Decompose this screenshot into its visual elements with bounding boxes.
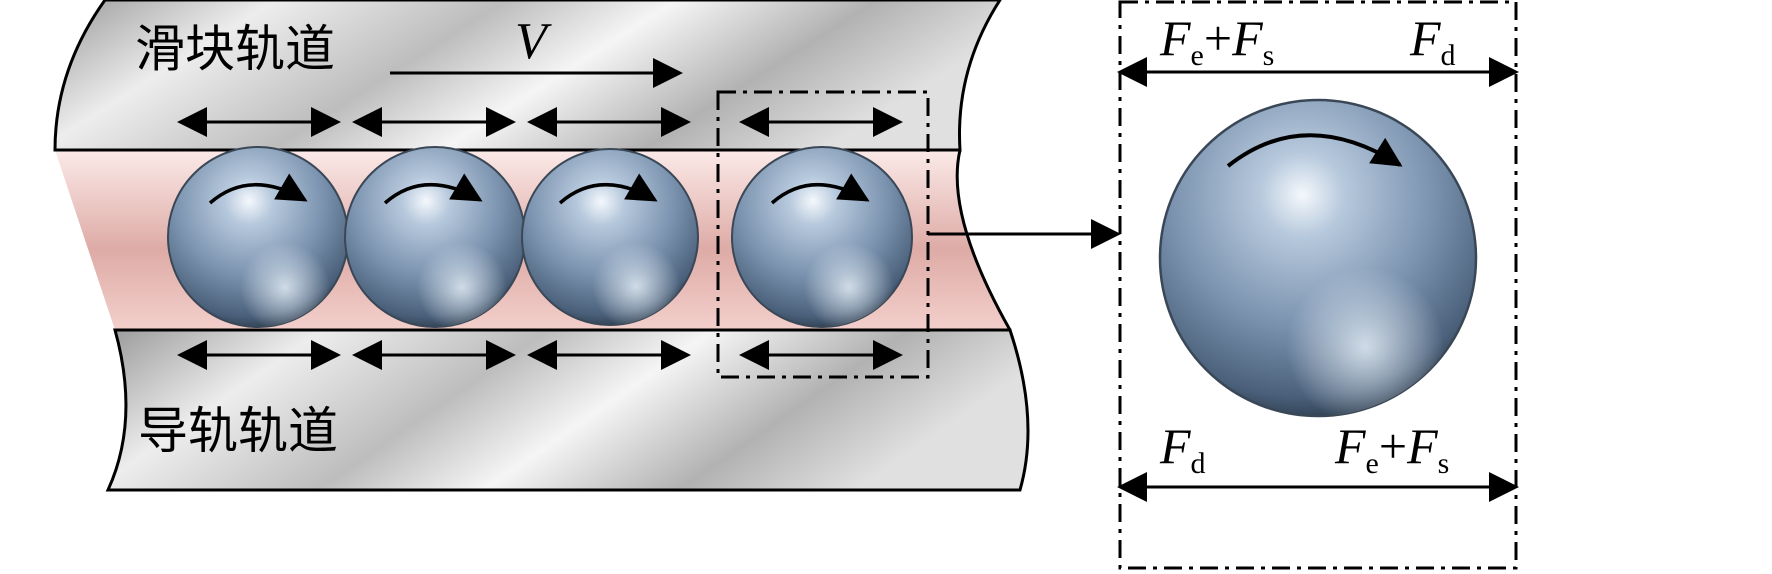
ball-2 [344, 146, 526, 328]
slider-track-label: 滑块轨道 [135, 20, 335, 78]
guide-track-label: 导轨轨道 [138, 402, 338, 460]
rotation-arrow-icon [383, 173, 483, 205]
force-label-bottom-left: Fd [1159, 418, 1206, 480]
rotation-arrow-icon [558, 173, 658, 205]
force-label-top-right: Fd [1409, 10, 1456, 72]
ball-3 [521, 148, 699, 326]
rotation-arrow-icon [1226, 133, 1403, 168]
ball-4 [731, 146, 913, 328]
ball-1 [167, 146, 349, 328]
detail-panel-box [1118, 0, 1518, 570]
rotation-arrow-icon [770, 173, 870, 205]
force-label-bottom-right: Fe+Fs [1334, 418, 1449, 480]
detail-ball [1158, 98, 1478, 418]
rotation-arrow-icon [208, 173, 308, 205]
guide-rail [105, 328, 1030, 492]
force-label-top-left: Fe+Fs [1159, 10, 1274, 72]
velocity-label: V [515, 13, 552, 70]
